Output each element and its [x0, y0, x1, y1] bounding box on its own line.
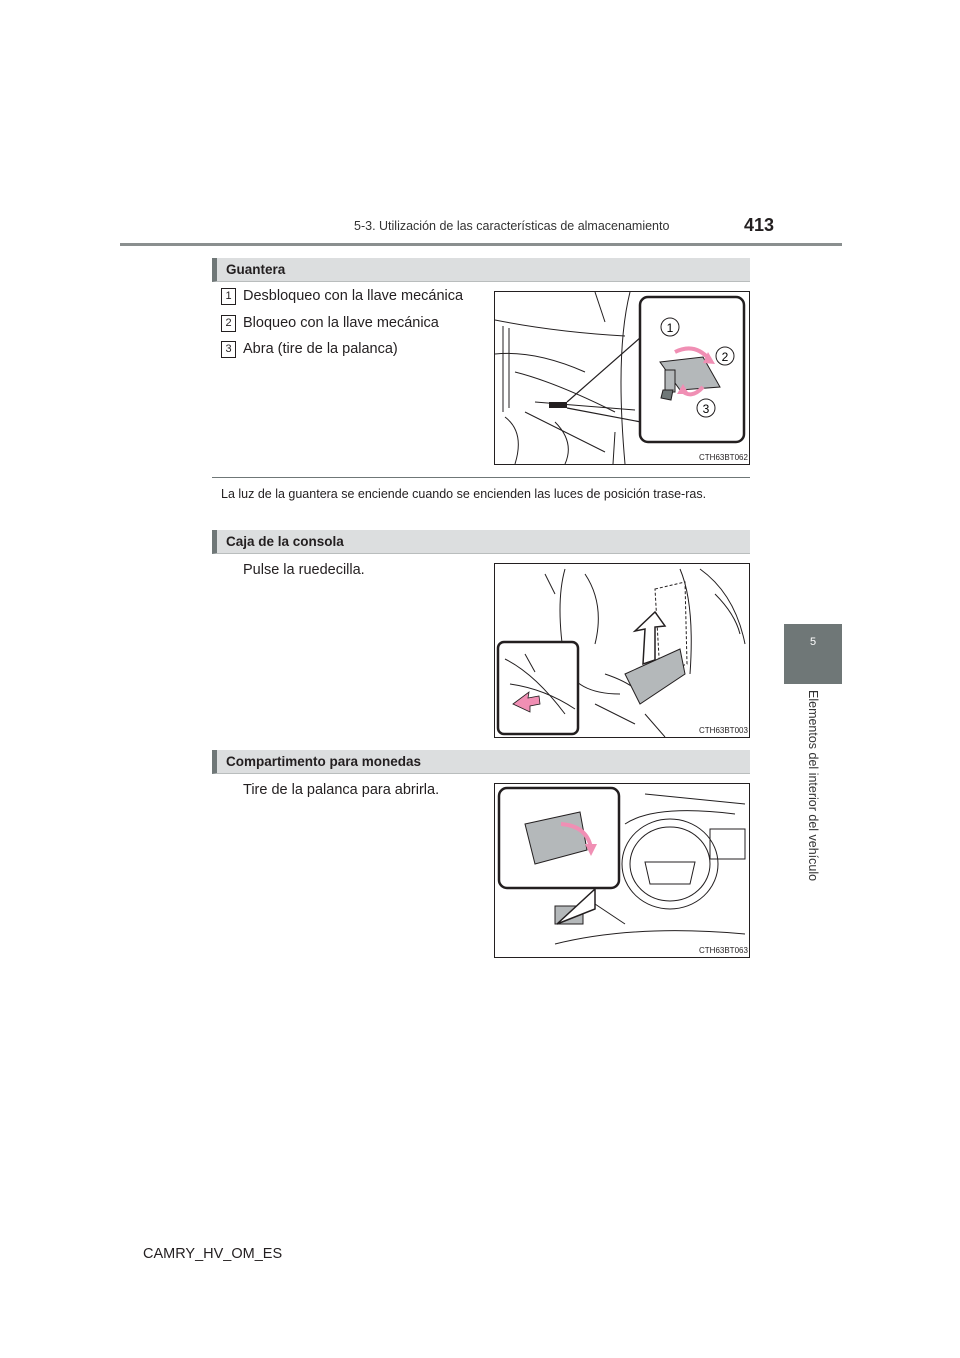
chapter-side-title-text: Elementos del interior del vehículo: [806, 690, 820, 882]
figure-code: CTH63BT003: [699, 726, 748, 735]
section-header-glovebox: Guantera: [212, 258, 750, 282]
detail-inset: [496, 640, 580, 736]
section-header-coin-holder: Compartimento para monedas: [212, 750, 750, 774]
figure-code: CTH63BT062: [699, 453, 748, 462]
note-text: La luz de la guantera se enciende cuando…: [221, 487, 707, 501]
arrow-lift-lid: [632, 610, 667, 666]
figure-coin-holder: CTH63BT063: [494, 783, 750, 958]
glovebox-illustration: 1 2 3 CTH63BT062: [495, 292, 748, 464]
glovebox-handle: [549, 402, 567, 408]
footer-doc-id: CAMRY_HV_OM_ES: [143, 1246, 283, 1262]
chapter-side-title: Elementos del interior del vehículo: [798, 690, 828, 900]
section-divider: [212, 477, 750, 478]
arrow-press-dial: [512, 691, 541, 713]
callout-2: 2: [722, 350, 729, 364]
figure-glovebox: 1 2 3 CTH63BT062: [494, 291, 750, 465]
callout-1: 1: [667, 321, 674, 335]
section-title-coin-holder: Compartimento para monedas: [226, 754, 422, 769]
item-text: Bloqueo con la llave mecánica: [243, 315, 439, 331]
item-number-badge: 2: [221, 315, 236, 332]
section-title-glovebox: Guantera: [226, 262, 286, 277]
chapter-tab: [784, 624, 842, 684]
section-title-console-box: Caja de la consola: [226, 534, 344, 549]
coin-holder-instruction: Tire de la palanca para abrirla.: [243, 782, 440, 798]
chapter-tab-number: 5: [809, 636, 817, 648]
console-box-instruction: Pulse la ruedecilla.: [243, 562, 365, 578]
item-number-badge: 3: [221, 341, 236, 358]
header-rule: [120, 243, 842, 246]
console-lid: [624, 648, 686, 705]
page-number: 413: [744, 215, 775, 235]
figure-code: CTH63BT063: [699, 946, 748, 955]
running-header-section-title: 5-3. Utilización de las características …: [354, 219, 670, 233]
item-text: Abra (tire de la palanca): [243, 341, 398, 357]
console-box-illustration: CTH63BT003: [496, 568, 748, 737]
coin-holder-illustration: CTH63BT063: [497, 786, 748, 955]
callout-3: 3: [703, 402, 710, 416]
key-cylinder: [664, 369, 676, 393]
figure-console-box: CTH63BT003: [494, 563, 750, 738]
item-number-badge: 1: [221, 288, 236, 305]
section-header-console-box: Caja de la consola: [212, 530, 750, 554]
item-text: Desbloqueo con la llave mecánica: [243, 288, 464, 304]
